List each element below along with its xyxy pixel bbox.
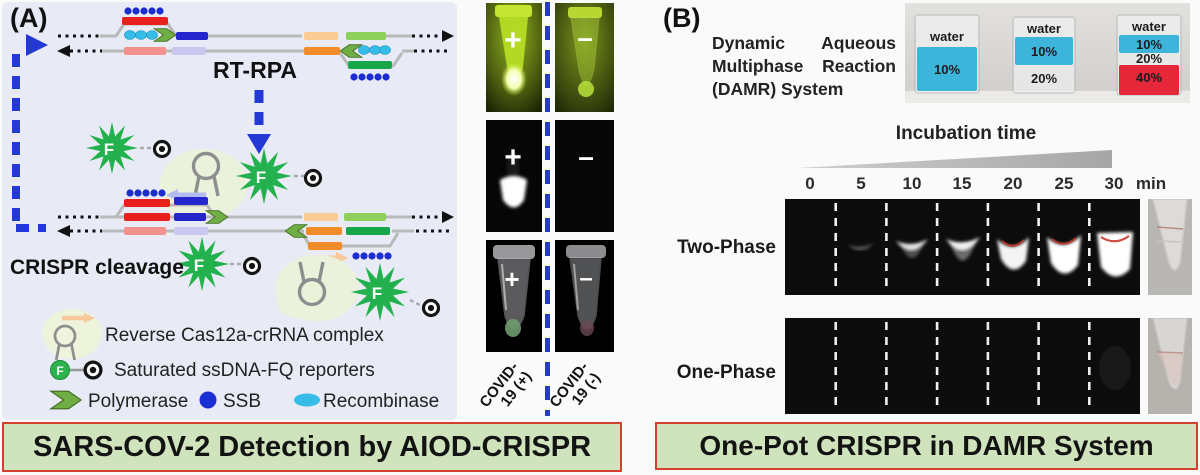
legend: Reverse Cas12a-crRNA complex F Saturated…: [42, 309, 439, 412]
fluorophore-f: F: [256, 168, 266, 187]
fq-reporter-cleaved-2: F: [350, 262, 441, 322]
glow-t25: [1047, 235, 1081, 274]
vial-percent-label: 10%: [934, 62, 960, 77]
fluorophore-f: F: [372, 284, 382, 303]
vial-2: water 10% 20%: [1012, 16, 1076, 94]
photo-daylight-positive: +: [486, 240, 542, 352]
aiod-crispr-diagram: RT-RPA F F: [10, 7, 454, 412]
vial-percent-label: 20%: [1136, 51, 1162, 66]
panel-a-background: RT-RPA F F: [2, 2, 457, 420]
two-phase-label: Two-Phase: [677, 237, 776, 258]
fluorophore-f: F: [104, 140, 114, 159]
rt-rpa-duplex: [57, 7, 454, 81]
pos-neg-divider-dashed: [545, 2, 550, 416]
panel-b-banner: One-Pot CRISPR in DAMR System: [655, 422, 1198, 470]
fq-reporter-intact-2: F: [235, 147, 323, 205]
vial-water-label: water: [929, 29, 964, 44]
one-phase-label: One-Phase: [676, 362, 776, 383]
cleavage-duplex: [57, 189, 454, 264]
negative-mark: –: [579, 265, 592, 292]
quencher-icon: [242, 256, 262, 276]
fq-reporter-cleaved-1: F: [174, 236, 262, 292]
tick-0: 0: [805, 174, 815, 193]
glow-t20: [997, 237, 1029, 270]
fq-reporter-intact-1: F: [86, 122, 172, 174]
legend-cas12a-label: Reverse Cas12a-crRNA complex: [105, 325, 384, 346]
incubation-time-label: Incubation time: [895, 123, 1037, 144]
vial-percent-label: 20%: [1031, 71, 1057, 86]
panel-a-label: (A): [10, 3, 48, 33]
photo-two-phase-tube: [1148, 199, 1192, 295]
crispr-cleavage-label: CRISPR cleavage: [10, 256, 184, 279]
legend-reporter-icon: F: [50, 360, 103, 380]
vial-percent-label: 10%: [1031, 44, 1057, 59]
photo-dark-positive: +: [486, 120, 542, 232]
one-phase-timelapse: [785, 318, 1140, 414]
negative-mark: –: [578, 141, 594, 172]
quencher-icon: [421, 298, 441, 318]
legend-ssb-icon: [199, 391, 217, 409]
vial-water-label: water: [1026, 21, 1061, 36]
fluorophore-f: F: [194, 256, 204, 275]
tick-15: 15: [952, 174, 972, 193]
vial-3: water 10% 20% 40%: [1116, 14, 1182, 96]
two-phase-timelapse: [785, 199, 1140, 295]
vial-1: water 10%: [914, 14, 980, 94]
legend-polymerase-icon: [50, 390, 82, 410]
process-down-arrow: [247, 90, 271, 154]
legend-reporters-label: Saturated ssDNA-FQ reporters: [114, 360, 375, 381]
vial-water-label: water: [1131, 19, 1166, 34]
photo-one-phase-tube: [1148, 318, 1192, 414]
rt-rpa-label: RT-RPA: [213, 57, 297, 83]
quencher-icon: [152, 139, 172, 159]
cas12a-complex-lower: [275, 254, 359, 322]
feedback-loop-dashed-arrow: [12, 34, 48, 232]
legend-ssb-label: SSB: [223, 391, 261, 412]
glow-t5: [848, 243, 874, 251]
photo-fluor-negative: –: [555, 3, 614, 112]
tick-20: 20: [1003, 174, 1023, 193]
cas12a-complex-mid: [160, 149, 248, 219]
quencher-icon: [303, 168, 323, 188]
photo-damr-vials: water 10% water 10% 20% water 10% 20% 40…: [905, 3, 1190, 108]
panel-a-banner: SARS-COV-2 Detection by AIOD-CRISPR: [2, 422, 622, 472]
legend-cas12a-icon: [42, 309, 102, 362]
fluorophore-f: F: [56, 364, 63, 378]
legend-recombinase-label: Recombinase: [323, 391, 439, 412]
photo-fluor-positive: +: [486, 3, 542, 112]
positive-mark: +: [504, 141, 522, 174]
glow-t30: [1097, 232, 1133, 277]
legend-polymerase-label: Polymerase: [88, 391, 188, 412]
vial-percent-label: 40%: [1136, 70, 1162, 85]
tick-5: 5: [856, 174, 866, 193]
tick-30: 30: [1104, 174, 1124, 193]
negative-mark: –: [577, 22, 593, 53]
panel-b-label: (B): [663, 3, 701, 33]
positive-mark: +: [504, 264, 519, 294]
tick-min: min: [1135, 174, 1167, 193]
tick-10: 10: [902, 174, 922, 193]
photo-daylight-negative: –: [555, 240, 614, 352]
incubation-wedge: [798, 148, 1112, 174]
legend-recombinase-icon: [294, 393, 320, 407]
positive-mark: +: [504, 24, 522, 57]
tick-25: 25: [1054, 174, 1074, 193]
photo-dark-negative: –: [555, 120, 614, 232]
vial-percent-label: 10%: [1136, 37, 1162, 52]
